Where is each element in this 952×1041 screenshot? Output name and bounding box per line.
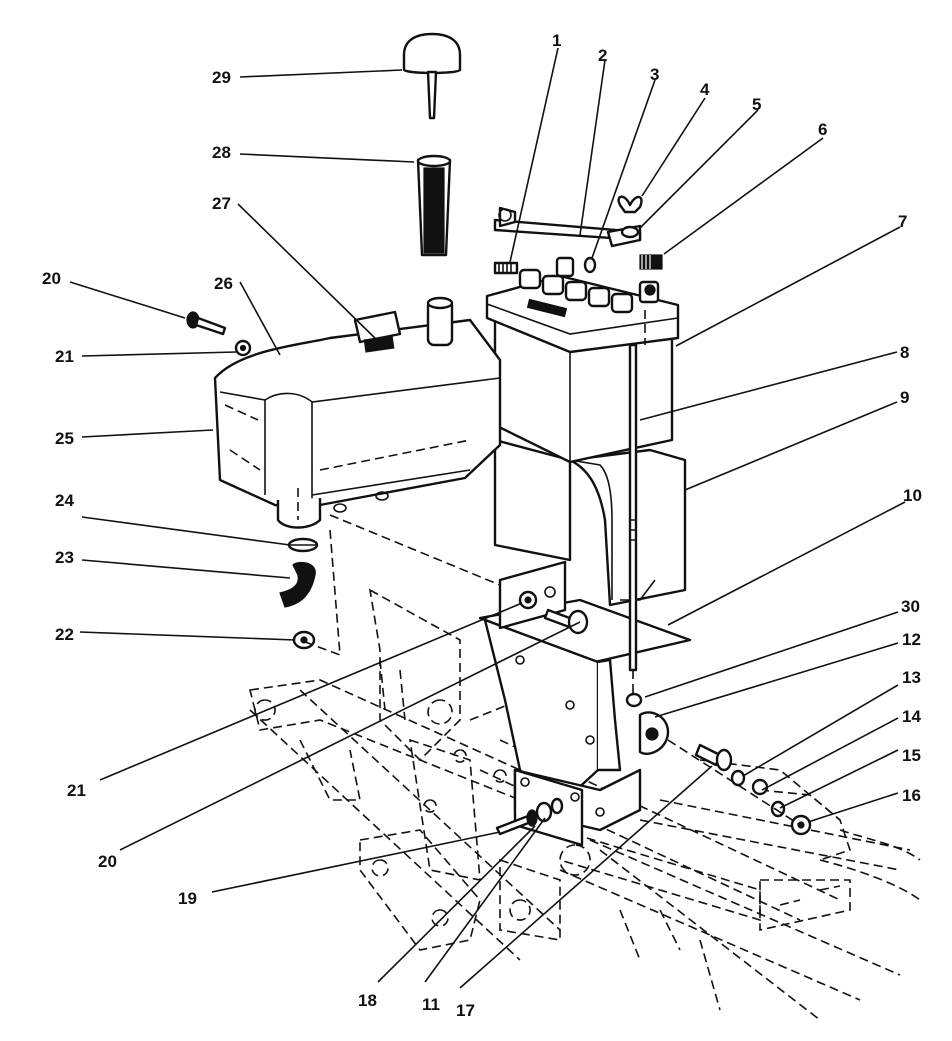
battery [485,256,680,464]
fitting-22 [292,630,316,650]
lock-washer-3 [583,256,597,274]
washer-5 [620,225,640,239]
clamp-24 [287,537,319,553]
label-30: 30 [901,597,920,616]
screw-20-top [186,311,227,336]
label-16: 16 [902,786,921,805]
label-4: 4 [700,80,710,99]
wing-nut-4 [617,195,643,214]
align-line-tank [329,514,501,586]
label-5: 5 [752,95,761,114]
fuel-cap [402,32,462,120]
label-29: 29 [212,68,231,87]
hold-down-bar [493,206,642,248]
label-21-lower: 21 [67,781,86,800]
label-28: 28 [212,143,231,162]
label-12: 12 [902,630,921,649]
label-20-lower: 20 [98,852,117,871]
label-26: 26 [214,274,233,293]
bolt-20-lower [543,608,589,635]
label-17: 17 [456,1001,475,1020]
label-10: 10 [903,486,922,505]
battery-rod [628,343,638,700]
label-3: 3 [650,65,659,84]
label-14: 14 [902,707,921,726]
battery-mounting-bracket [478,560,692,847]
label-8: 8 [900,343,909,362]
filler-tube [416,154,452,257]
label-1: 1 [552,31,561,50]
label-7: 7 [898,212,907,231]
label-19: 19 [178,889,197,908]
label-20-upper: 20 [42,269,61,288]
label-6: 6 [818,120,827,139]
hardware-lower-right [495,692,812,836]
label-15: 15 [902,746,921,765]
label-27: 27 [212,194,231,213]
label-23: 23 [55,548,74,567]
label-24: 24 [55,491,74,510]
fuel-gauge-decal [353,310,402,353]
terminal-bolt-6 [639,254,663,270]
washer-21-top [234,339,252,357]
battery-vent-caps [518,268,634,314]
washer-21-lower [518,590,538,610]
label-22: 22 [55,625,74,644]
battery-tray [493,438,687,607]
label-21-upper: 21 [55,347,74,366]
label-18: 18 [358,991,377,1010]
leader-lines [69,47,906,989]
label-2: 2 [598,46,607,65]
fuel-tank [213,296,502,529]
carriage-bolt-1 [493,261,519,275]
label-11: 11 [422,995,440,1014]
part-number-labels: 1 2 3 4 5 6 7 8 9 10 30 12 13 14 15 16 1… [42,31,922,1020]
label-13: 13 [902,668,921,687]
label-25: 25 [55,429,74,448]
label-9: 9 [900,388,909,407]
fuel-hose-23 [279,561,316,608]
